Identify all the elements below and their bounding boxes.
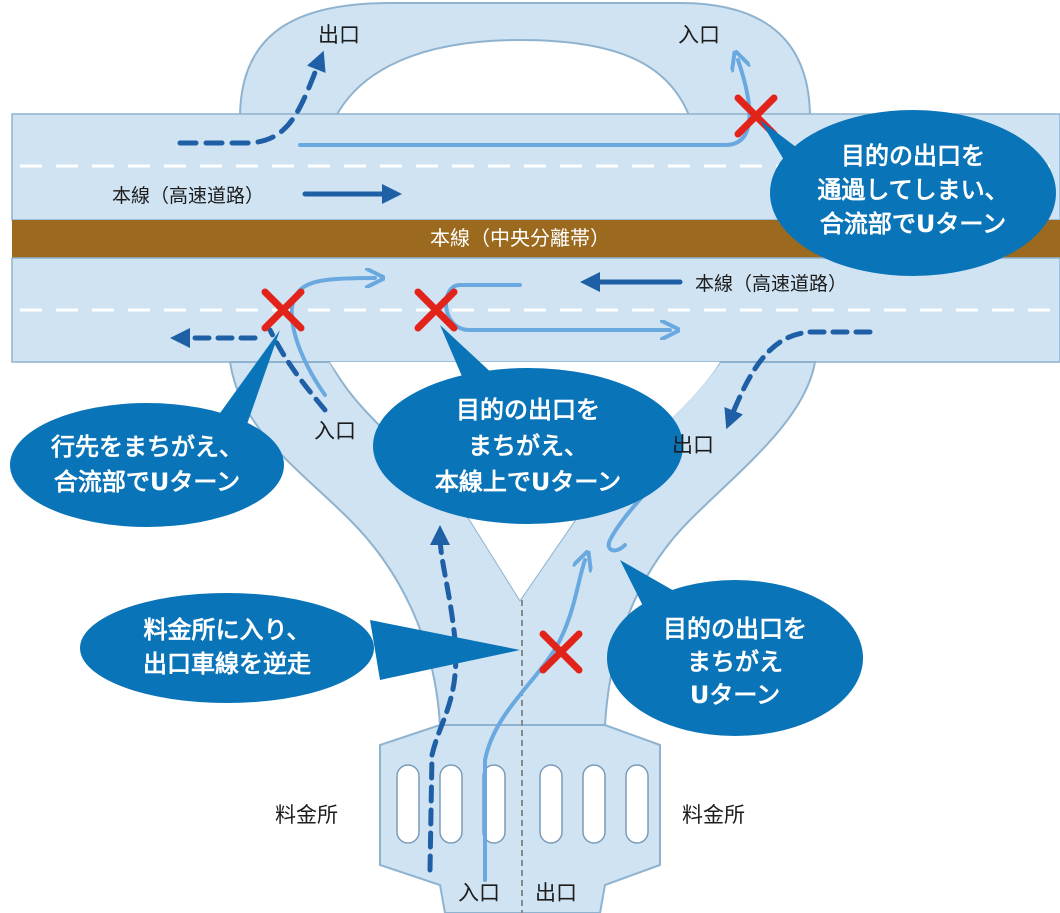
label-exit-right: 出口 (672, 433, 714, 457)
cross-icon (414, 288, 458, 332)
bubble-wrong-exit-uturn-line3: Uターン (690, 681, 780, 709)
callout-bubbles (10, 110, 1056, 736)
toll-booth (539, 764, 563, 844)
bubble-wrong-destination-line1: 行先をまちがえ、 (50, 433, 243, 461)
bubble-wrong-exit-mainline-line1: 目的の出口を (456, 396, 600, 424)
bubble-wrong-exit-mainline-line2: まちがえ、 (468, 432, 588, 460)
bubble-tollgate-reverse-line1: 料金所に入り、 (143, 616, 310, 644)
toll-booths (396, 764, 649, 844)
toll-booth (396, 764, 420, 844)
bubble-passed-exit (760, 110, 1056, 276)
bubble-wrong-exit-uturn-line1: 目的の出口を (663, 615, 807, 643)
label-tollgate-right: 料金所 (682, 803, 745, 827)
toll-booth (439, 764, 463, 844)
toll-booth (582, 764, 606, 844)
left-entrance-path (267, 327, 328, 413)
bubble-wrong-exit-mainline-line3: 本線上でUターン (435, 468, 621, 496)
label-tollgate-left: 料金所 (275, 803, 338, 827)
label-mainline-upper: 本線（高速道路） (112, 185, 264, 207)
top-loop-ramp (238, 2, 812, 119)
bubble-tollgate-reverse-line2: 出口車線を逆走 (143, 650, 311, 678)
label-entrance-bottom: 入口 (458, 881, 500, 905)
mainline-uturn-path (444, 283, 670, 330)
toll-booth (625, 764, 649, 844)
label-entrance-left: 入口 (314, 419, 356, 443)
bubble-passed-exit-line3: 合流部でUターン (820, 210, 1006, 238)
label-mainline-lower: 本線（高速道路） (695, 273, 847, 295)
cross-icon (261, 288, 305, 332)
cross-icon (539, 630, 583, 674)
label-median: 本線（中央分離帯） (430, 226, 610, 250)
bubble-tollgate-reverse (80, 593, 520, 703)
upper-exit-path (177, 50, 326, 146)
bubble-passed-exit-line2: 通過してしまい、 (817, 176, 1008, 204)
wrong-way-markers (261, 94, 778, 674)
right-exit-path (724, 329, 873, 430)
label-exit-top: 出口 (318, 23, 360, 47)
bubble-wrong-exit-uturn-line2: まちがえ (687, 648, 783, 676)
bubble-wrong-exit-mainline (373, 325, 683, 524)
label-entrance-top: 入口 (678, 23, 720, 47)
toll-plaza (379, 724, 661, 913)
bubble-wrong-destination-line2: 合流部でUターン (54, 468, 240, 496)
label-exit-bottom: 出口 (535, 881, 577, 905)
bubble-wrong-exit-uturn (607, 560, 863, 736)
bubble-wrong-destination (10, 330, 284, 527)
bubble-passed-exit-line1: 目的の出口を (841, 142, 985, 170)
